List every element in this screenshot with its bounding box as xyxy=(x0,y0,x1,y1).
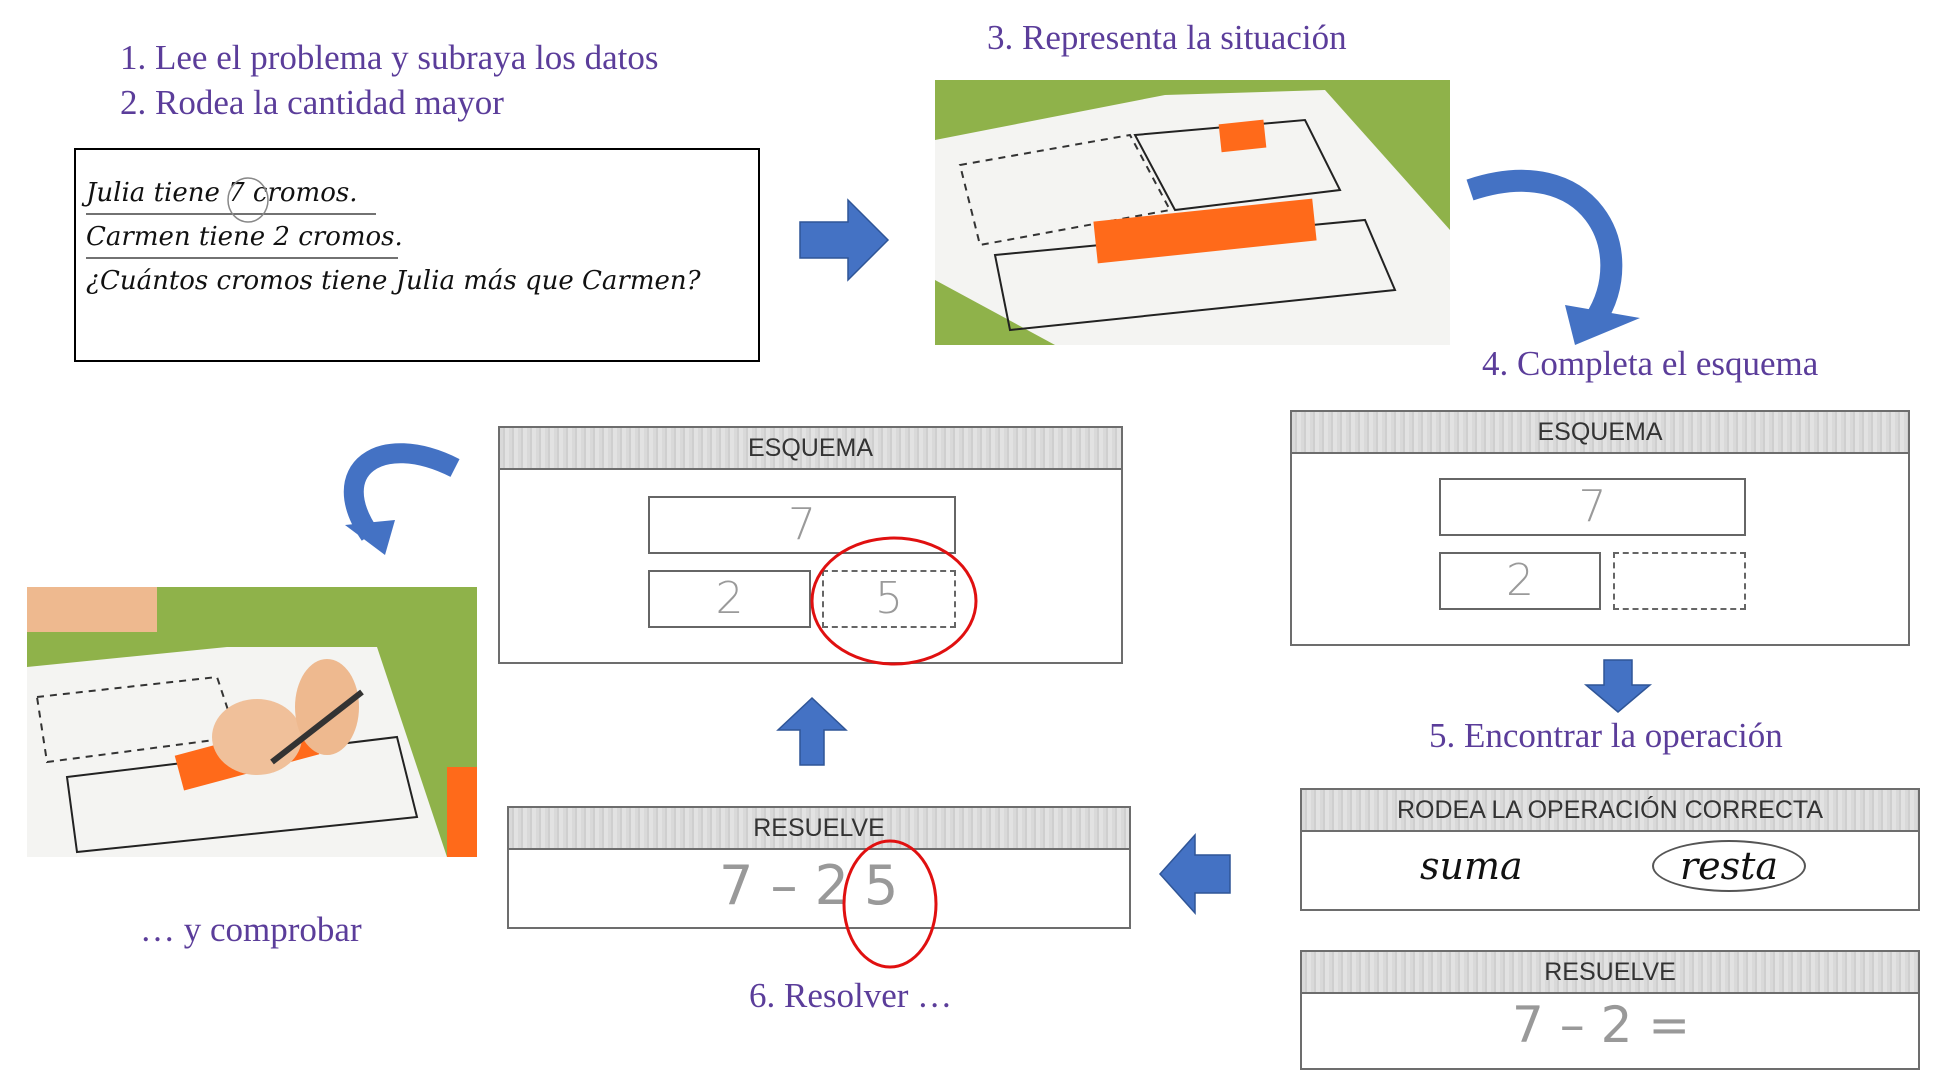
step-6-label: 6. Resolver … xyxy=(749,976,953,1015)
curved-arrow-down-left-icon xyxy=(343,443,460,541)
resuelve-center-panel: RESUELVE 7 – 2 5 xyxy=(507,806,1131,929)
problem-line-2: Carmen tiene 2 cromos. xyxy=(86,222,403,252)
operacion-title: RODEA LA OPERACIÓN CORRECTA xyxy=(1302,790,1918,832)
curved-arrow-down-right-icon xyxy=(1466,169,1623,326)
esquema-center-panel: ESQUEMA 7 2 5 xyxy=(498,426,1123,664)
resuelve-center-expression: 7 – 2 xyxy=(719,854,850,917)
step-1-label: 1. Lee el problema y subraya los datos xyxy=(120,38,659,77)
photo-situation-drawing xyxy=(935,80,1450,345)
problem-line-3: ¿Cuántos cromos tiene Julia más que Carm… xyxy=(86,266,701,296)
curved-arrow-down-left-head xyxy=(345,520,395,555)
resuelve-right-panel: RESUELVE 7 – 2 = xyxy=(1300,950,1920,1070)
arrow-down-icon xyxy=(1583,659,1653,713)
resuelve-right-title: RESUELVE xyxy=(1302,952,1918,994)
operacion-option-resta: resta xyxy=(1652,840,1807,892)
esquema-right-title: ESQUEMA xyxy=(1292,412,1908,454)
esquema-right-top-cell: 7 xyxy=(1439,478,1746,536)
photo-check-drawing xyxy=(27,587,477,857)
resuelve-center-answer: 5 xyxy=(864,854,899,917)
esquema-center-top-cell: 7 xyxy=(648,496,956,554)
photo-situation xyxy=(935,80,1450,345)
problem-annotations xyxy=(86,177,398,259)
photo-check xyxy=(27,587,477,857)
esquema-right-panel: ESQUEMA 7 2 xyxy=(1290,410,1910,646)
operacion-option-suma: suma xyxy=(1420,844,1523,888)
operacion-panel: RODEA LA OPERACIÓN CORRECTA suma resta xyxy=(1300,788,1920,911)
esquema-right-left-cell: 2 xyxy=(1439,552,1601,610)
problem-box: Julia tiene 7 cromos. Carmen tiene 2 cro… xyxy=(74,148,760,362)
arrow-right-icon xyxy=(799,198,890,282)
step-4-label: 4. Completa el esquema xyxy=(1482,344,1819,383)
esquema-center-left-cell: 2 xyxy=(648,570,811,628)
problem-line-1: Julia tiene 7 cromos. xyxy=(86,178,358,208)
circle-seven xyxy=(227,177,269,223)
arrow-up-icon xyxy=(776,696,848,766)
esquema-center-title: ESQUEMA xyxy=(500,428,1121,470)
esquema-right-right-cell xyxy=(1613,552,1746,610)
resuelve-right-expression: 7 – 2 = xyxy=(1512,996,1691,1054)
esquema-center-right-cell: 5 xyxy=(822,570,956,628)
resuelve-center-title: RESUELVE xyxy=(509,808,1129,850)
curved-arrow-down-right-head xyxy=(1565,305,1640,345)
step-2-label: 2. Rodea la cantidad mayor xyxy=(120,83,504,122)
step-3-label: 3. Representa la situación xyxy=(987,18,1347,57)
arrow-left-icon xyxy=(1158,833,1231,915)
step-check-label: … y comprobar xyxy=(140,910,362,949)
step-5-label: 5. Encontrar la operación xyxy=(1429,716,1783,755)
